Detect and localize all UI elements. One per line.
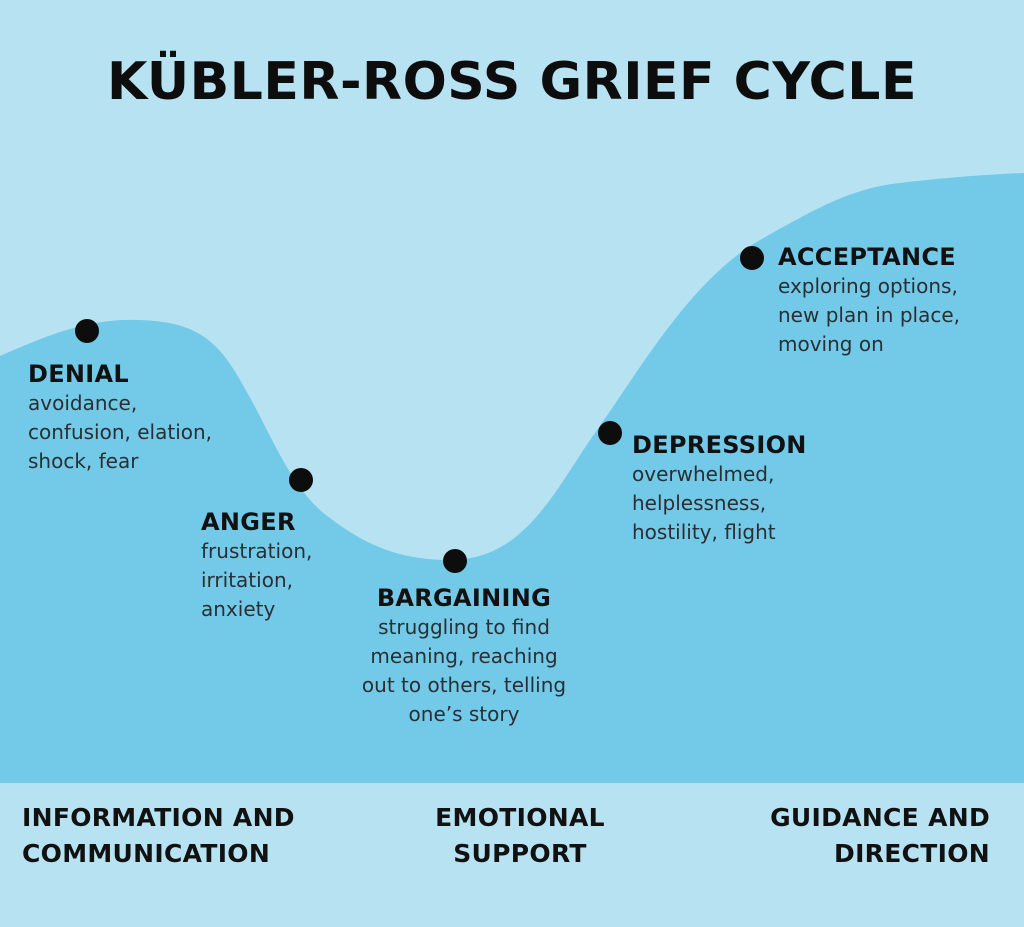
- stage-bargaining-description: struggling to find meaning, reaching out…: [334, 613, 594, 729]
- footer-center-line: SUPPORT: [453, 839, 587, 868]
- stage-anger-description-line: irritation,: [201, 568, 293, 592]
- stage-acceptance: ACCEPTANCE exploring options, new plan i…: [778, 242, 960, 359]
- footer-right-line: DIRECTION: [834, 839, 990, 868]
- footer-emotional-support: EMOTIONAL SUPPORT: [390, 800, 650, 872]
- stage-acceptance-description-line: moving on: [778, 332, 884, 356]
- stage-bargaining-description-line: out to others, telling: [361, 673, 567, 697]
- stage-acceptance-description-line: new plan in place,: [778, 303, 960, 327]
- stage-acceptance-description-line: exploring options,: [778, 274, 958, 298]
- stage-depression-description: overwhelmed, helplessness, hostility, fl…: [632, 460, 807, 547]
- anger-marker-dot: [289, 468, 313, 492]
- footer-right-line: GUIDANCE AND: [770, 803, 990, 832]
- footer-guidance-direction: GUIDANCE AND DIRECTION: [770, 800, 990, 872]
- stage-denial-name: DENIAL: [28, 360, 129, 388]
- stage-depression: DEPRESSION overwhelmed, helplessness, ho…: [632, 430, 807, 547]
- stage-depression-description-line: overwhelmed,: [632, 462, 775, 486]
- stage-acceptance-name: ACCEPTANCE: [778, 243, 956, 271]
- stage-anger-description-line: frustration,: [201, 539, 313, 563]
- footer-left-line: COMMUNICATION: [22, 839, 271, 868]
- stage-anger-description: frustration, irritation, anxiety: [201, 537, 312, 624]
- stage-denial-description-line: shock, fear: [28, 449, 139, 473]
- depression-marker-dot: [598, 421, 622, 445]
- acceptance-marker-dot: [740, 246, 764, 270]
- bargaining-marker-dot: [443, 549, 467, 573]
- page-title: KÜBLER-ROSS GRIEF CYCLE: [107, 52, 917, 112]
- stage-anger-name: ANGER: [201, 508, 296, 536]
- footer-left-line: INFORMATION AND: [22, 803, 295, 832]
- stage-denial-description: avoidance, confusion, elation, shock, fe…: [28, 389, 212, 476]
- footer-center-line: EMOTIONAL: [435, 803, 605, 832]
- stage-bargaining: BARGAINING struggling to find meaning, r…: [334, 583, 594, 729]
- stage-bargaining-description-line: struggling to find: [378, 615, 550, 639]
- stage-depression-description-line: helplessness,: [632, 491, 767, 515]
- stage-depression-name: DEPRESSION: [632, 431, 807, 459]
- grief-curve-area: [0, 173, 1024, 783]
- stage-bargaining-name: BARGAINING: [376, 584, 552, 612]
- stage-bargaining-description-line: one’s story: [408, 702, 520, 726]
- stage-acceptance-description: exploring options, new plan in place, mo…: [778, 272, 960, 359]
- stage-bargaining-description-line: meaning, reaching: [370, 644, 558, 668]
- stage-denial-description-line: avoidance,: [28, 391, 138, 415]
- stage-anger: ANGER frustration, irritation, anxiety: [201, 507, 312, 624]
- stage-anger-description-line: anxiety: [201, 597, 276, 621]
- stage-depression-description-line: hostility, flight: [632, 520, 776, 544]
- stage-denial: DENIAL avoidance, confusion, elation, sh…: [28, 359, 212, 476]
- stage-denial-description-line: confusion, elation,: [28, 420, 213, 444]
- denial-marker-dot: [75, 319, 99, 343]
- footer-information-communication: INFORMATION AND COMMUNICATION: [22, 800, 295, 872]
